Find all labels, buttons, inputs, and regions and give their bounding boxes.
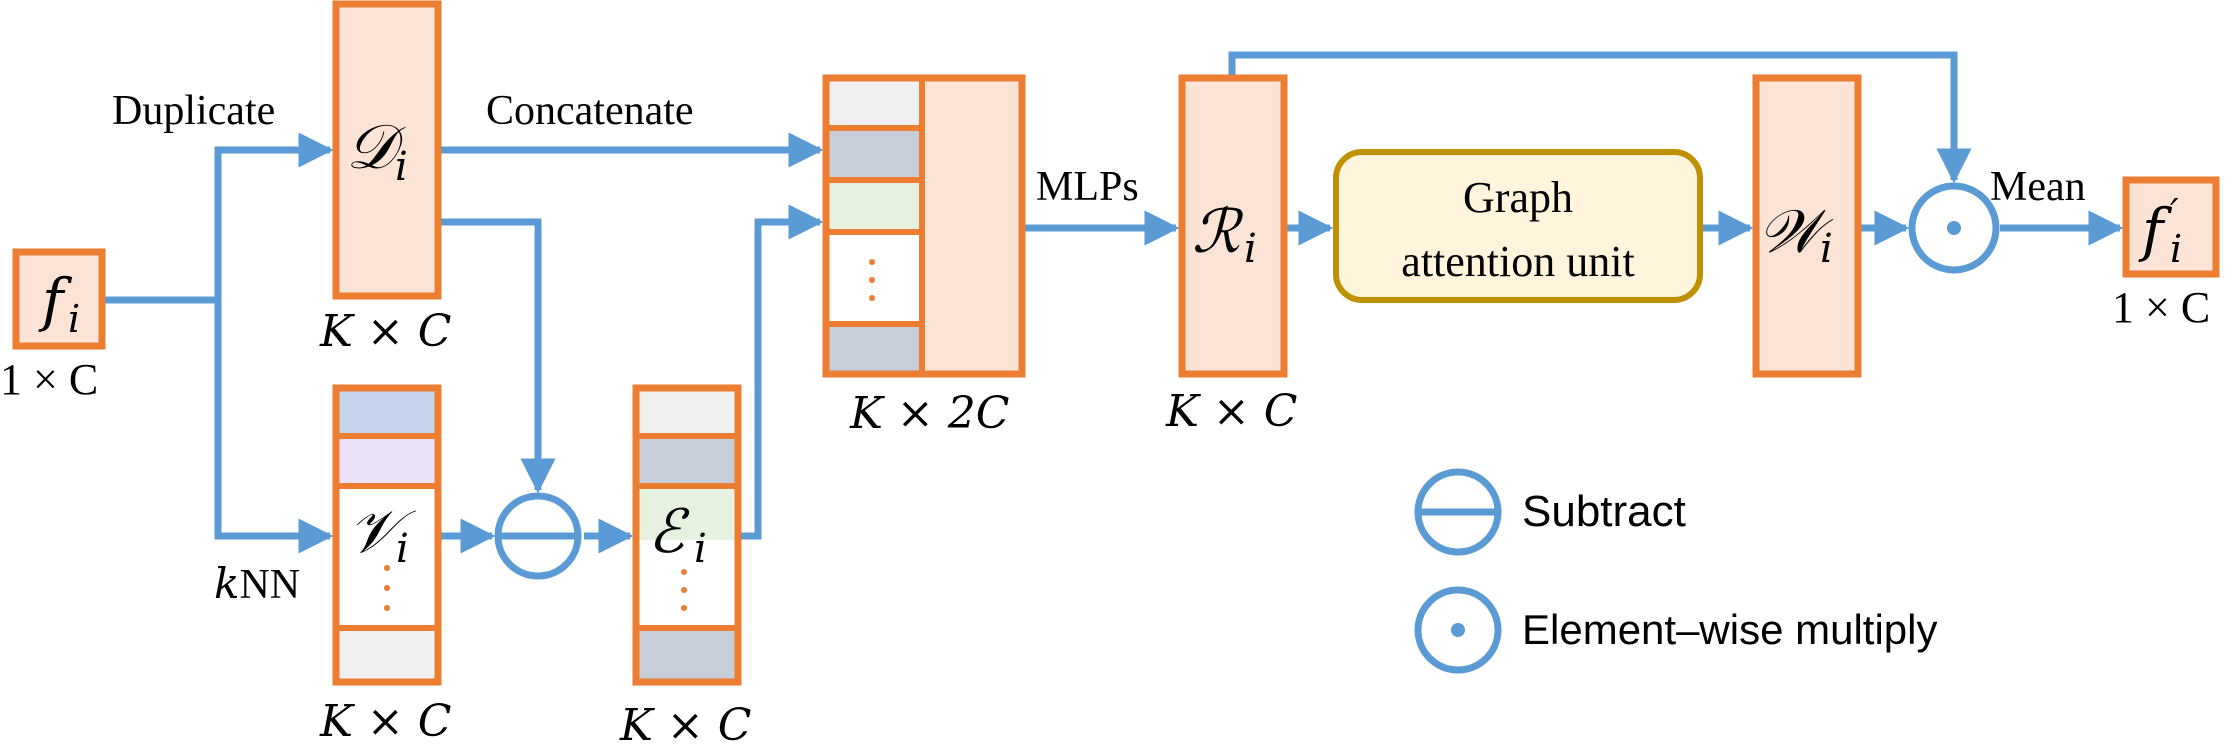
ei-cell-4: [636, 628, 738, 682]
vi-cell-1: [336, 388, 438, 436]
arrow-knn: [214, 300, 334, 554]
fi-out-dim: 1 × C: [2112, 283, 2210, 332]
ei-cell-1: [636, 388, 738, 436]
node-wi: 𝒲 i: [1752, 74, 1862, 378]
gau-line2: attention unit: [1401, 237, 1634, 286]
arrow-di-subtract: [438, 218, 556, 494]
subtract-op: [494, 492, 582, 580]
ei-dim: K × C: [619, 700, 751, 745]
arrow-skip: [1228, 51, 1972, 184]
ei-ellipsis: [681, 569, 687, 611]
vi-cell-4: [336, 628, 438, 682]
legend-multiply: Element–wise multiply: [1414, 586, 1938, 674]
arrow-duplicate: [214, 132, 334, 300]
concat-cell-3: [826, 180, 922, 232]
label-concatenate: Concatenate: [486, 88, 694, 134]
vi-sub: i: [396, 526, 409, 572]
label-knn: kNN: [214, 559, 300, 608]
fi-box: [12, 248, 106, 350]
wi-box: [1752, 74, 1862, 378]
ei-symbol: ℰ: [648, 497, 690, 567]
node-vi: 𝒱 i K × C: [319, 384, 451, 745]
vi-ellipsis: [384, 565, 390, 611]
legend-multiply-label: Element–wise multiply: [1522, 606, 1938, 653]
legend-subtract-label: Subtract: [1522, 487, 1686, 536]
wi-sub: i: [1820, 226, 1833, 272]
node-fi-out: f ′ i 1 × C: [2112, 176, 2220, 332]
ei-sub: i: [694, 526, 707, 572]
di-sub: i: [395, 144, 408, 190]
ei-cell-2: [636, 436, 738, 486]
fi-out-prime: ′: [2170, 191, 2179, 235]
label-duplicate: Duplicate: [112, 88, 275, 134]
vi-dim: K × C: [319, 696, 451, 745]
fi-sub: i: [68, 297, 80, 341]
node-fi: f i 1 × C: [0, 248, 106, 404]
legend-subtract: Subtract: [1414, 468, 1686, 556]
node-di: 𝒟 i K × C: [319, 0, 451, 357]
multiply-op: [1908, 182, 2000, 274]
node-concat: K × 2C: [822, 74, 1026, 439]
fi-dim: 1 × C: [0, 355, 98, 404]
concat-dividers: [826, 78, 925, 374]
node-gau: Graph attention unit: [1333, 149, 1703, 303]
concat-cell-1: [826, 78, 922, 128]
fi-out-sub: i: [2170, 227, 2182, 271]
node-ei: ℰ i K × C: [619, 384, 751, 745]
concat-cell-2: [826, 128, 922, 180]
gau-box: [1333, 149, 1703, 303]
di-box: [332, 0, 442, 300]
connectors: [104, 51, 2124, 554]
gau-line1: Graph: [1463, 173, 1573, 222]
edge-labels: Duplicate kNN Concatenate MLPs Mean: [112, 88, 2086, 608]
node-ri: ℛ i K × C: [1165, 74, 1297, 437]
concat-ellipsis: [869, 259, 875, 301]
legend: Subtract Element–wise multiply: [1414, 468, 1938, 674]
fi-out-box: [2122, 176, 2220, 278]
ri-dim: K × C: [1165, 386, 1297, 437]
vi-cell-3: [336, 486, 438, 626]
di-dim: K × C: [319, 306, 451, 357]
vi-cell-2: [336, 436, 438, 486]
concat-cell-5: [826, 324, 922, 374]
ei-box: [632, 384, 742, 686]
concat-right: [922, 78, 1022, 374]
arrow-ei-concat: [740, 204, 824, 540]
vi-dividers: [336, 433, 438, 631]
label-mean: Mean: [1990, 164, 2086, 210]
ei-dividers: [636, 433, 738, 631]
ri-box: [1178, 74, 1288, 378]
label-mlps: MLPs: [1036, 164, 1139, 210]
concat-dim: K × 2C: [849, 388, 1009, 439]
ri-sub: i: [1244, 226, 1257, 272]
vi-box: [332, 384, 442, 686]
ri-symbol: ℛ: [1192, 197, 1244, 267]
